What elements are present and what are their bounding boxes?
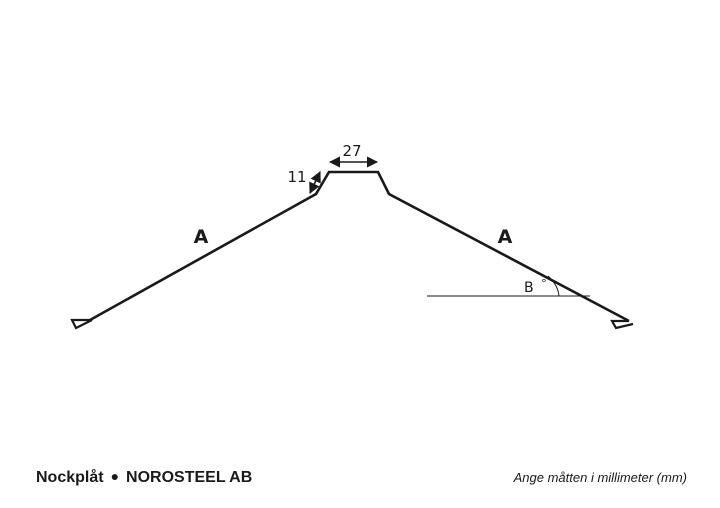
footer-title: Nockplåt ● NOROSTEEL AB [36,468,252,487]
units-note: Ange måtten i millimeter (mm) [513,470,687,485]
degree-symbol: ° [541,277,547,290]
slant-height-arrow [309,170,321,195]
angle-arc [547,275,560,297]
leg-right-label: A [498,226,513,248]
leg-left-label: A [194,226,209,248]
left-hem [70,318,93,330]
company-name: NOROSTEEL AB [126,469,253,486]
angle-letter: B [524,280,534,296]
separator-dot: ● [110,468,120,484]
top-width-label: 27 [342,142,361,160]
slant-height-label: 11 [287,168,306,186]
product-name: Nockplåt [36,469,104,486]
right-hem [610,319,634,330]
profile-outline [89,170,630,323]
angle-label: B ° [524,277,547,296]
